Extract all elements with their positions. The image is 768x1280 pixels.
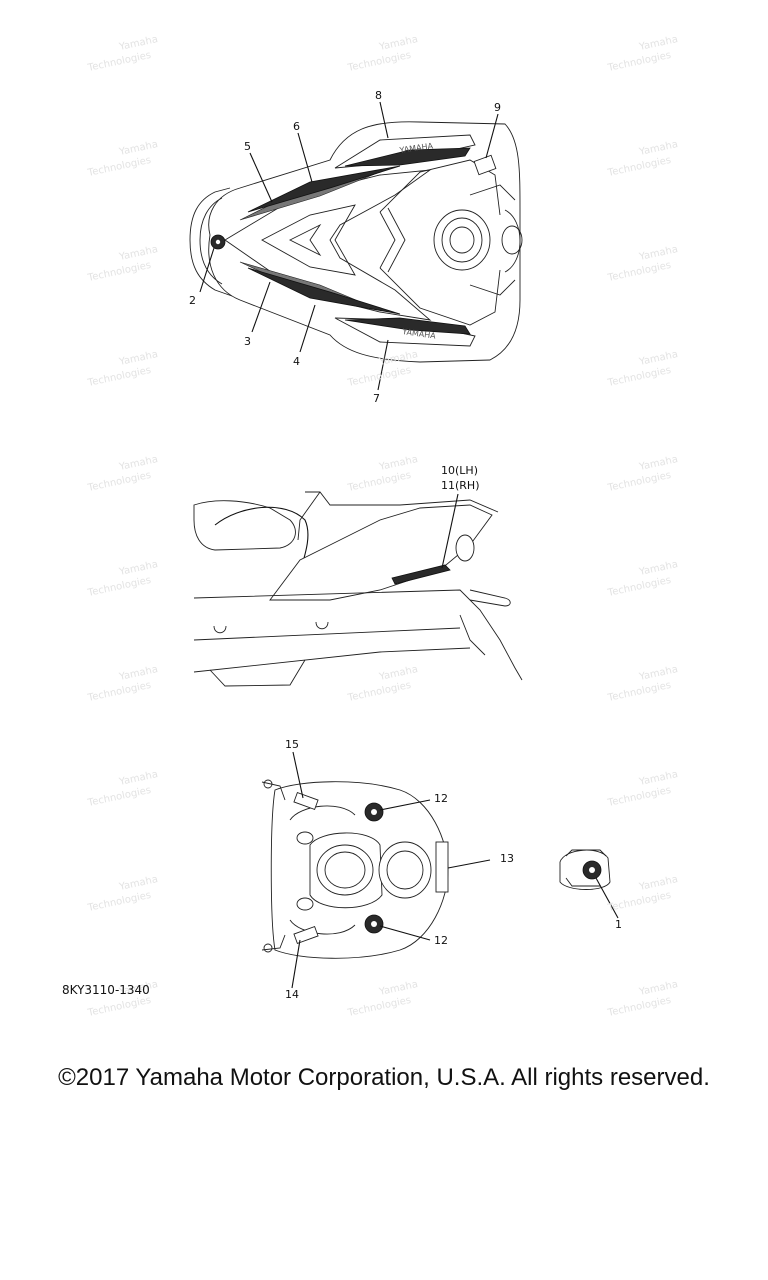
svg-text:Technologies: Technologies xyxy=(346,50,412,74)
view2-leaders xyxy=(441,493,459,569)
svg-text:Technologies: Technologies xyxy=(606,260,672,284)
svg-text:Yamaha: Yamaha xyxy=(117,664,159,683)
svg-text:Yamaha: Yamaha xyxy=(117,139,159,158)
svg-text:Yamaha: Yamaha xyxy=(637,34,679,53)
svg-text:Technologies: Technologies xyxy=(86,890,152,914)
callout-10: 10(LH) xyxy=(441,464,478,477)
svg-text:Yamaha: Yamaha xyxy=(117,244,159,263)
view1-callouts: 8 9 6 5 2 3 4 7 xyxy=(189,89,501,405)
callout-7: 7 xyxy=(373,392,380,405)
svg-text:Technologies: Technologies xyxy=(606,680,672,704)
svg-text:Technologies: Technologies xyxy=(606,575,672,599)
rear-deck-view xyxy=(261,779,449,959)
svg-text:Yamaha: Yamaha xyxy=(117,769,159,788)
copyright-notice: ©2017 Yamaha Motor Corporation, U.S.A. A… xyxy=(58,1064,710,1091)
svg-text:Technologies: Technologies xyxy=(86,155,152,179)
svg-text:Yamaha: Yamaha xyxy=(637,244,679,263)
callout-4: 4 xyxy=(293,355,300,368)
svg-text:Yamaha: Yamaha xyxy=(637,874,679,893)
top-view-hull: YAMAHA YAMAHA xyxy=(189,121,523,363)
svg-text:Technologies: Technologies xyxy=(86,365,152,389)
svg-text:Yamaha: Yamaha xyxy=(117,874,159,893)
svg-text:Technologies: Technologies xyxy=(86,50,152,74)
callout-9: 9 xyxy=(494,101,501,114)
svg-text:Yamaha: Yamaha xyxy=(117,559,159,578)
svg-text:Technologies: Technologies xyxy=(346,995,412,1019)
svg-text:Technologies: Technologies xyxy=(606,365,672,389)
svg-text:Technologies: Technologies xyxy=(86,575,152,599)
callout-8: 8 xyxy=(375,89,382,102)
svg-text:Technologies: Technologies xyxy=(86,995,152,1019)
svg-text:Yamaha: Yamaha xyxy=(117,349,159,368)
svg-text:Yamaha: Yamaha xyxy=(637,979,679,998)
svg-text:Technologies: Technologies xyxy=(606,890,672,914)
svg-text:Technologies: Technologies xyxy=(346,680,412,704)
svg-text:Technologies: Technologies xyxy=(606,785,672,809)
svg-text:Technologies: Technologies xyxy=(606,470,672,494)
svg-text:Yamaha: Yamaha xyxy=(377,979,419,998)
svg-text:Yamaha: Yamaha xyxy=(377,664,419,683)
svg-text:Yamaha: Yamaha xyxy=(377,454,419,473)
callout-14: 14 xyxy=(285,988,299,1001)
view3-leaders xyxy=(291,751,491,989)
svg-text:Technologies: Technologies xyxy=(606,155,672,179)
emblem-part-view: 1 xyxy=(559,849,622,931)
svg-text:Technologies: Technologies xyxy=(606,50,672,74)
svg-text:Yamaha: Yamaha xyxy=(637,559,679,578)
side-view-hull xyxy=(193,491,523,687)
callout-13: 13 xyxy=(500,852,514,865)
svg-text:Yamaha: Yamaha xyxy=(117,454,159,473)
svg-text:Technologies: Technologies xyxy=(606,995,672,1019)
callout-12-upper: 12 xyxy=(434,792,448,805)
svg-text:Yamaha: Yamaha xyxy=(637,349,679,368)
callout-6: 6 xyxy=(293,120,300,133)
svg-text:Yamaha: Yamaha xyxy=(637,139,679,158)
view2-callouts: 10(LH) 11(RH) xyxy=(441,464,480,492)
callout-15: 15 xyxy=(285,738,299,751)
svg-text:Technologies: Technologies xyxy=(86,260,152,284)
svg-text:Yamaha: Yamaha xyxy=(377,34,419,53)
svg-text:Yamaha: Yamaha xyxy=(637,664,679,683)
callout-2: 2 xyxy=(189,294,196,307)
callout-3: 3 xyxy=(244,335,251,348)
svg-text:Technologies: Technologies xyxy=(86,470,152,494)
diagram-code: 8KY3110-1340 xyxy=(62,983,150,997)
callout-12-lower: 12 xyxy=(434,934,448,947)
callout-5: 5 xyxy=(244,140,251,153)
view1-leaders xyxy=(199,101,499,391)
svg-text:Technologies: Technologies xyxy=(86,785,152,809)
svg-text:Yamaha: Yamaha xyxy=(117,34,159,53)
svg-text:Technologies: Technologies xyxy=(346,470,412,494)
view3-callouts: 15 12 13 12 14 xyxy=(285,738,514,1001)
svg-text:Yamaha: Yamaha xyxy=(637,454,679,473)
callout-1: 1 xyxy=(615,918,622,931)
svg-text:Yamaha: Yamaha xyxy=(637,769,679,788)
svg-text:Technologies: Technologies xyxy=(86,680,152,704)
callout-11: 11(RH) xyxy=(441,479,480,492)
